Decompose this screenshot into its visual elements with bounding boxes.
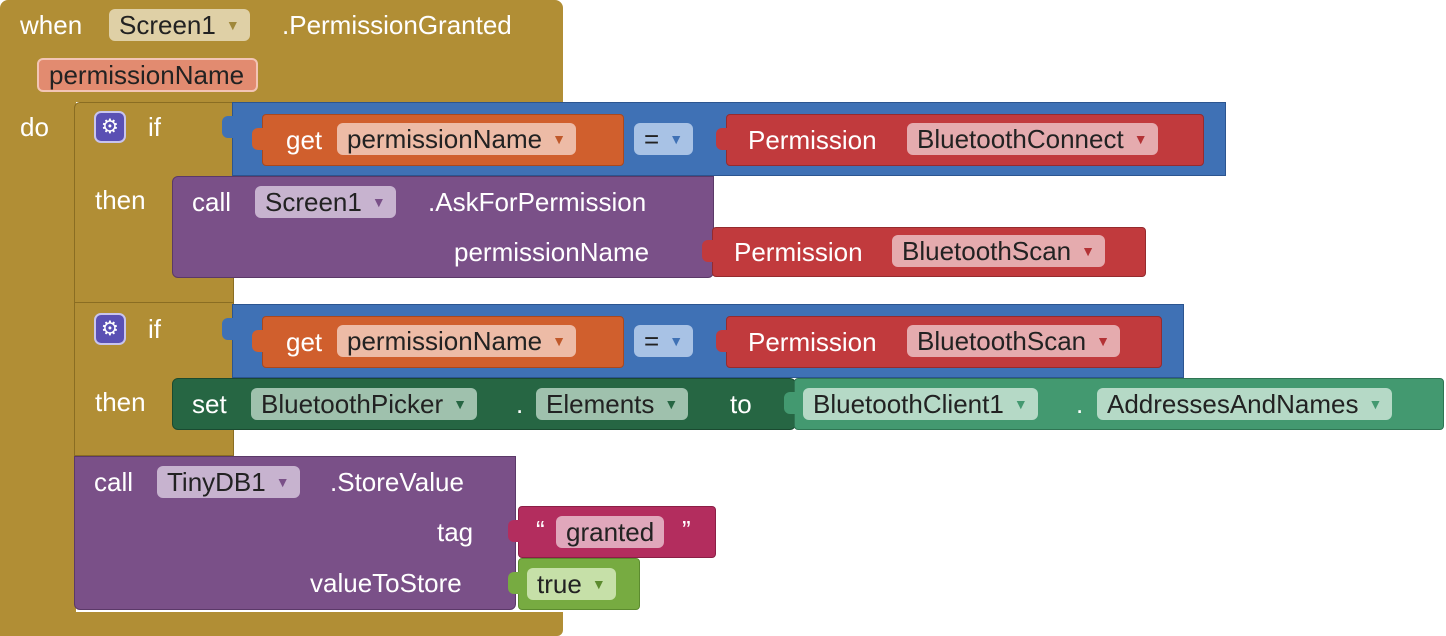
compare-1-op-label: = (644, 124, 660, 154)
call-ask-component-label: Screen1 (265, 187, 362, 217)
permission-2-dropdown[interactable]: BluetoothScan ▼ (907, 325, 1120, 357)
get-1-var-dropdown[interactable]: permissionName ▼ (337, 123, 576, 155)
event-param-permission-name[interactable]: permissionName (37, 58, 259, 92)
do-label: do (20, 112, 49, 142)
triangle-down-icon: ▼ (1013, 396, 1028, 412)
triangle-down-icon: ▼ (1368, 396, 1383, 412)
triangle-down-icon: ▼ (669, 131, 684, 147)
call-ask-label: call (192, 187, 232, 217)
set-dot: . (516, 389, 524, 419)
permission-connector-1 (716, 128, 728, 150)
compare-2-op-dropdown[interactable]: = ▼ (634, 325, 694, 357)
getter-property-label: AddressesAndNames (1107, 389, 1359, 419)
if-2-label: if (148, 314, 161, 344)
set-property-dropdown[interactable]: Elements ▼ (536, 388, 689, 420)
permission-connector-2 (716, 330, 728, 352)
triangle-down-icon: ▼ (552, 333, 566, 349)
get-2-var-dropdown[interactable]: permissionName ▼ (337, 325, 576, 357)
boolean-value-label: true (537, 569, 582, 599)
gear-icon[interactable]: ⚙ (94, 111, 126, 143)
store-value-label: valueToStore (310, 568, 462, 598)
get-connector-2 (252, 330, 264, 352)
triangle-down-icon: ▼ (591, 576, 606, 592)
getter-connector (784, 392, 796, 414)
boolean-connector (508, 572, 520, 594)
store-method-label: .StoreValue (330, 467, 464, 497)
triangle-down-icon: ▼ (1096, 333, 1110, 349)
when-label: when (20, 10, 83, 40)
call-ask-method-label: .AskForPermission (428, 187, 647, 217)
triangle-down-icon: ▼ (552, 131, 566, 147)
call-ask-arg-label: permissionName (454, 237, 650, 267)
get-2-var-label: permissionName (347, 326, 543, 356)
triangle-down-icon: ▼ (664, 396, 679, 412)
triangle-down-icon: ▼ (371, 194, 386, 210)
get-1-var-label: permissionName (347, 124, 543, 154)
getter-dot: . (1076, 389, 1084, 419)
call-ask-component-dropdown[interactable]: Screen1 ▼ (255, 186, 396, 218)
event-component-dropdown[interactable]: Screen1 ▼ (109, 9, 250, 41)
getter-property-dropdown[interactable]: AddressesAndNames ▼ (1097, 388, 1393, 420)
compare-2-op-label: = (644, 326, 660, 356)
store-tag-label: tag (437, 517, 474, 547)
set-to-label: to (730, 389, 752, 419)
store-call-label: call (94, 467, 134, 497)
permission-1-label: Permission (748, 125, 877, 155)
triangle-down-icon: ▼ (1081, 243, 1095, 259)
get-2-label: get (286, 327, 323, 357)
set-component-label: BluetoothPicker (261, 389, 444, 419)
permission-ask-value: BluetoothScan (902, 236, 1072, 266)
input-connector-1 (222, 116, 234, 138)
set-label: set (192, 389, 227, 419)
set-property-label: Elements (546, 389, 655, 419)
event-component-label: Screen1 (119, 10, 216, 40)
get-connector-1 (252, 128, 264, 150)
gear-icon[interactable]: ⚙ (94, 313, 126, 345)
permission-ask-dropdown[interactable]: BluetoothScan ▼ (892, 235, 1105, 267)
get-1-label: get (286, 125, 323, 155)
triangle-down-icon: ▼ (275, 474, 290, 490)
compare-1-op-dropdown[interactable]: = ▼ (634, 123, 694, 155)
event-block-bottom-bar (0, 612, 563, 636)
close-quote: ” (682, 515, 691, 545)
input-connector-2 (222, 318, 234, 340)
event-param-label: permissionName (49, 60, 245, 90)
store-component-dropdown[interactable]: TinyDB1 ▼ (157, 466, 300, 498)
text-connector (508, 520, 520, 542)
permission-2-value: BluetoothScan (917, 326, 1087, 356)
open-quote: “ (536, 515, 545, 545)
if-1-label: if (148, 112, 161, 142)
event-name-label: .PermissionGranted (282, 10, 512, 40)
triangle-down-icon: ▼ (669, 333, 684, 349)
permission-connector-ask (702, 240, 714, 262)
then-2-label: then (95, 387, 146, 417)
permission-1-value: BluetoothConnect (917, 124, 1124, 154)
text-value-field[interactable]: granted (556, 516, 665, 548)
getter-component-label: BluetoothClient1 (813, 389, 1004, 419)
boolean-dropdown[interactable]: true ▼ (527, 568, 616, 600)
triangle-down-icon: ▼ (1133, 131, 1148, 147)
permission-2-label: Permission (748, 327, 877, 357)
triangle-down-icon: ▼ (225, 17, 240, 33)
getter-component-dropdown[interactable]: BluetoothClient1 ▼ (803, 388, 1038, 420)
set-component-dropdown[interactable]: BluetoothPicker ▼ (251, 388, 477, 420)
event-block-left-spine (0, 100, 76, 636)
triangle-down-icon: ▼ (453, 396, 467, 412)
then-1-label: then (95, 185, 146, 215)
text-value-label: granted (566, 517, 655, 547)
permission-ask-label: Permission (734, 237, 863, 267)
store-component-label: TinyDB1 (167, 467, 266, 497)
permission-1-dropdown[interactable]: BluetoothConnect ▼ (907, 123, 1158, 155)
